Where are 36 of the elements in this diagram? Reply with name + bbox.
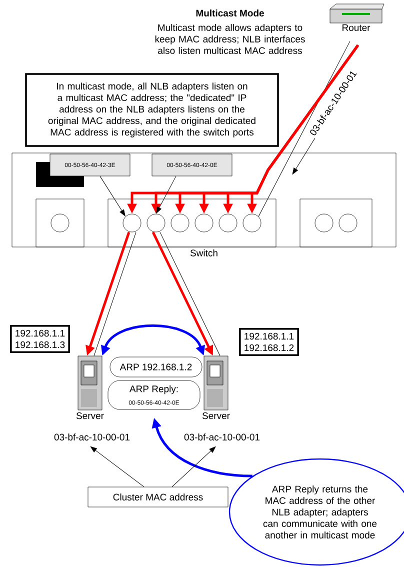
port — [146, 214, 166, 232]
title: Multicast Mode — [196, 10, 264, 16]
port — [218, 214, 238, 232]
arrow — [100, 176, 126, 216]
ip-address-box: 192.168.1.1 192.168.1.3 — [10, 324, 70, 353]
port — [50, 214, 70, 232]
line — [258, 40, 350, 217]
ip-address-box: 192.168.1.1 192.168.1.2 — [239, 328, 299, 356]
node-label: Switch — [190, 249, 218, 256]
line — [94, 232, 136, 356]
arrow — [90, 446, 144, 488]
node-label: Router — [342, 24, 370, 32]
port — [242, 214, 262, 232]
description: Multicast mode allows adapters to keep MAC address; NLB interfaces also listen multicast MAC address — [155, 24, 305, 54]
server: Server — [202, 356, 230, 420]
mac-address-label: 03-bf-ac-10-00-01 — [184, 434, 260, 440]
line — [160, 232, 220, 356]
port — [170, 214, 190, 232]
arrow — [172, 446, 216, 488]
node-label: Server — [76, 412, 104, 420]
switch-module — [36, 198, 84, 248]
switch-module — [108, 198, 276, 248]
router: Router — [330, 4, 384, 32]
note-box: In multicast mode, all NLB adapters listen on a multicast MAC address; the "dedicated" IP address on the NLB adapters listens on the original MAC address, and the original dedicated MAC address is registered with the switch ports — [25, 73, 279, 147]
port — [314, 214, 334, 232]
mac-address-label: 03-bf-ac-10-00-01 — [54, 434, 130, 440]
arrow — [292, 138, 316, 174]
switch-module — [300, 198, 372, 248]
node-label: Server — [202, 412, 230, 420]
label-box: Cluster MAC address — [88, 486, 228, 508]
port — [122, 214, 142, 232]
server: Server — [76, 356, 104, 420]
arp-request-bubble: ARP 192.168.1.2 — [110, 356, 202, 378]
port — [338, 214, 358, 232]
port — [194, 214, 214, 232]
arrow — [156, 176, 176, 214]
